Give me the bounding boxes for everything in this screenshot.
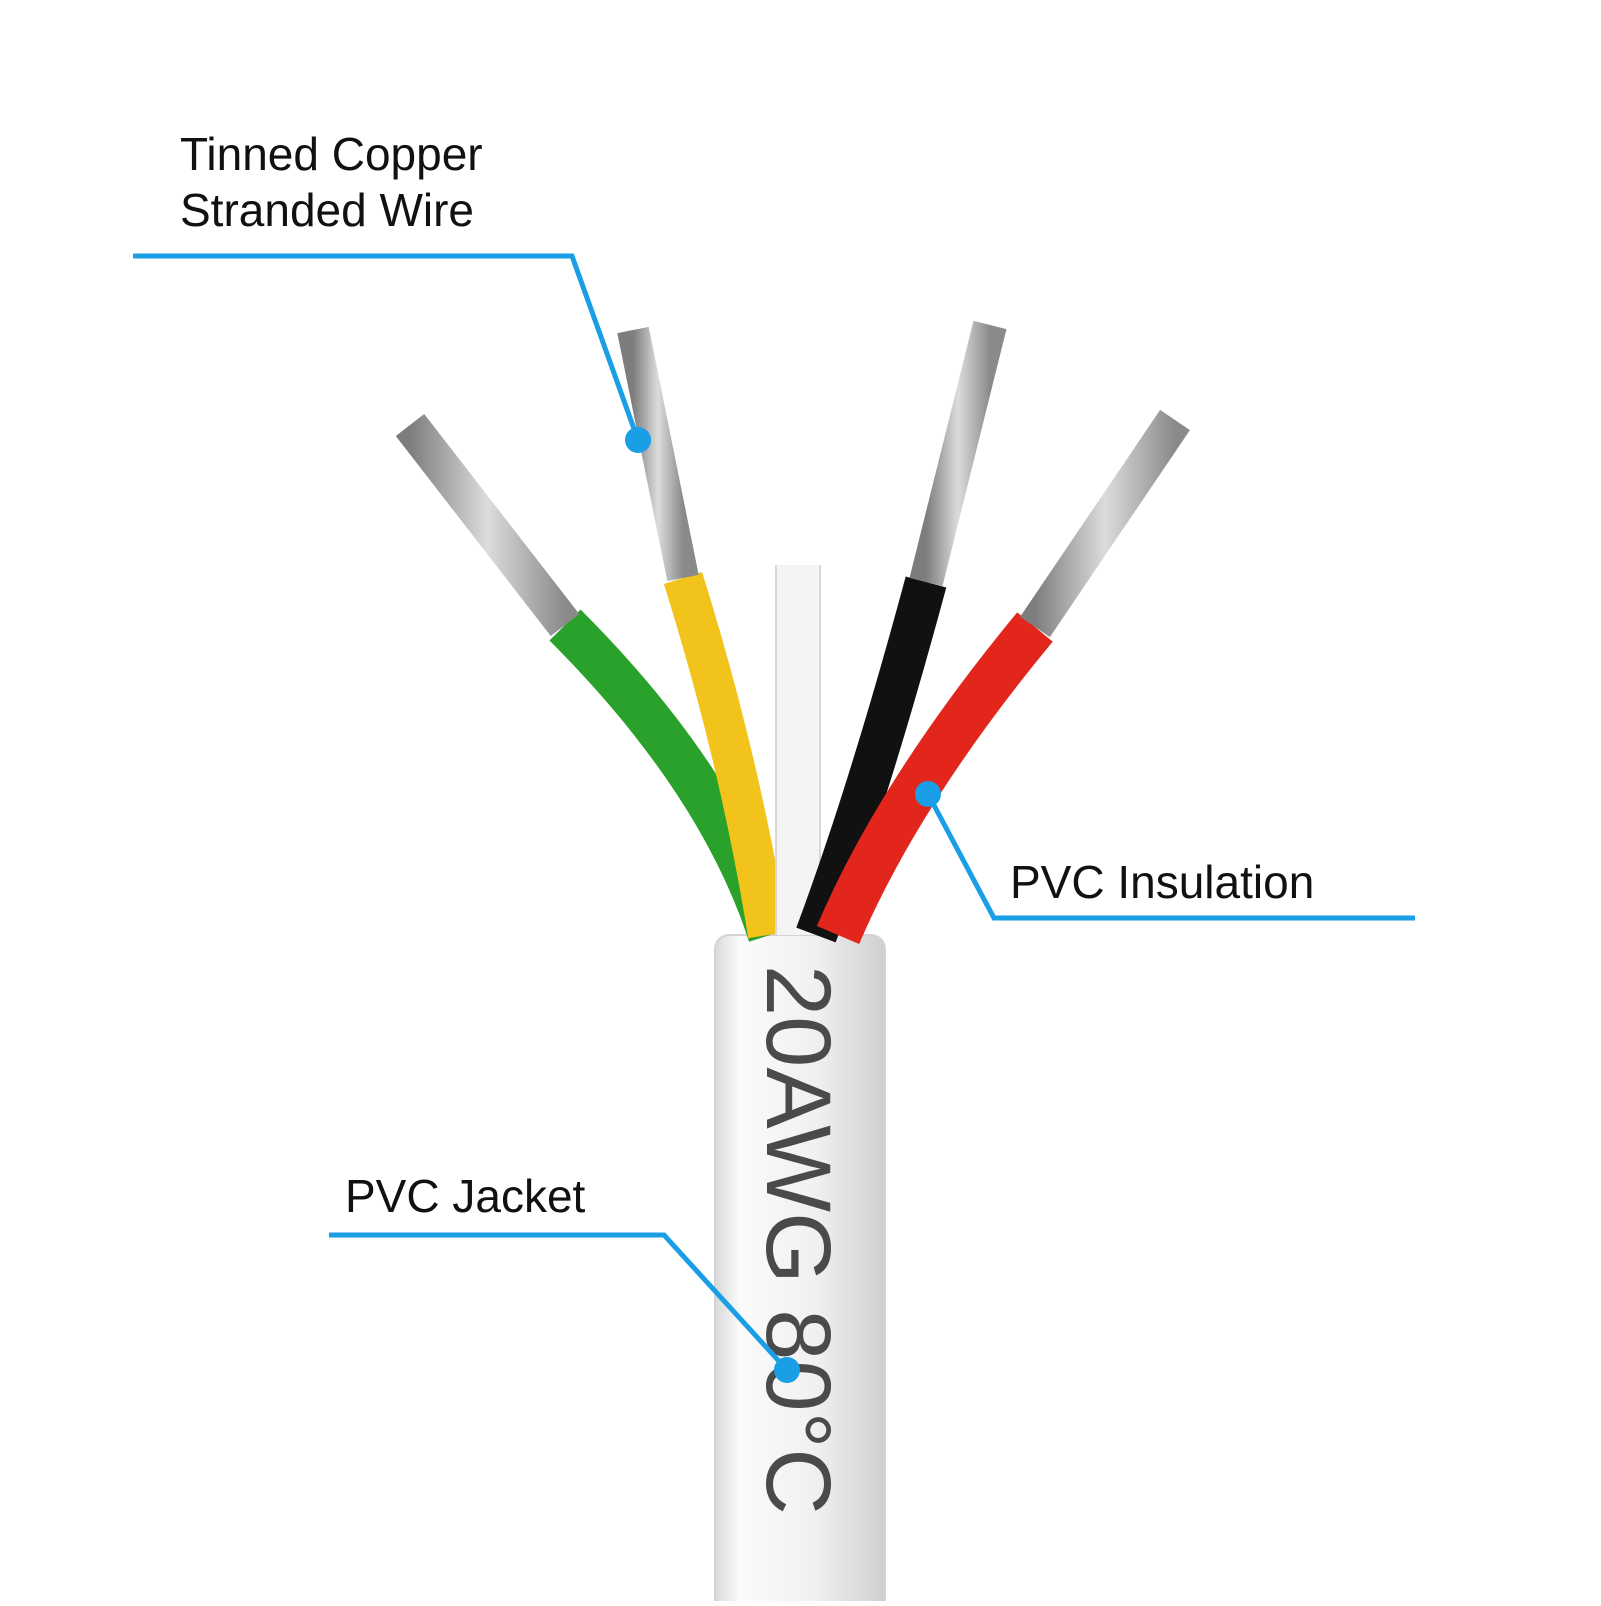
label-pvc-insulation: PVC Insulation: [1010, 856, 1315, 908]
label-copper-line1: Tinned Copper: [180, 128, 483, 180]
leader-copper: [133, 253, 651, 453]
leader-insulation: [915, 781, 1415, 921]
label-copper-line2: Stranded Wire: [180, 184, 475, 236]
jacket-print-text: 20AWG 80°C: [747, 965, 849, 1515]
label-pvc-jacket: PVC Jacket: [345, 1170, 586, 1222]
conductor-white: [775, 305, 821, 935]
conductor-yellow: [617, 326, 788, 939]
conductor-black: [796, 320, 1007, 943]
label-tinned-copper: Tinned Copper Stranded Wire: [180, 126, 483, 238]
pvc-jacket: 20AWG 80°C: [714, 934, 886, 1606]
leader-jacket: [329, 1232, 800, 1383]
